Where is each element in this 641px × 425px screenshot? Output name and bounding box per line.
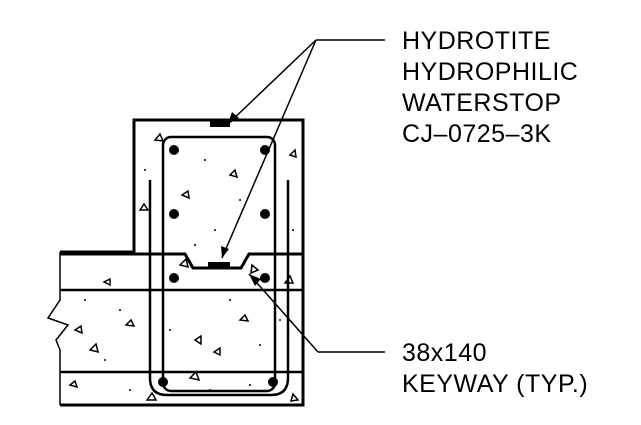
- waterstop-label-line-3: WATERSTOP: [402, 89, 562, 117]
- rebar-dot: [169, 273, 179, 283]
- rebar-dot: [260, 209, 270, 219]
- waterstop-label-line-1: HYDROTITE: [402, 27, 551, 55]
- rebar-dot: [260, 273, 270, 283]
- rebar-dot: [158, 377, 168, 387]
- concrete-hatch: [68, 132, 300, 402]
- rebar-dots: [158, 145, 278, 387]
- break-line: [46, 252, 70, 405]
- stirrup-link: [161, 135, 277, 393]
- u-bar-left: [148, 180, 168, 397]
- waterstop-top: [210, 121, 230, 127]
- arrowhead: [249, 274, 261, 286]
- waterstop-label-line-4: CJ–0725–3K: [402, 120, 552, 148]
- keyway-label-line-1: 38x140: [402, 339, 487, 367]
- waterstop-leaders: [221, 39, 385, 259]
- keyway-leader: [248, 273, 385, 353]
- rebar-dot: [169, 145, 179, 155]
- arrowhead: [228, 112, 239, 124]
- waterstop-keyway: [208, 262, 230, 268]
- concrete-dots: [84, 159, 294, 391]
- waterstop-callout: HYDROTITE HYDROPHILIC WATERSTOP CJ–0725–…: [402, 27, 578, 148]
- keyway-label-line-2: KEYWAY (TYP.): [402, 370, 588, 398]
- slab-top-edge: [60, 250, 136, 254]
- rebar-dot: [169, 209, 179, 219]
- waterstop-label-line-2: HYDROPHILIC: [402, 58, 578, 86]
- keyway-callout: 38x140 KEYWAY (TYP.): [402, 339, 588, 398]
- upstand-outline: [60, 118, 305, 407]
- arrowhead: [221, 246, 229, 258]
- rebar-dot: [268, 377, 278, 387]
- u-bar-right: [270, 180, 290, 397]
